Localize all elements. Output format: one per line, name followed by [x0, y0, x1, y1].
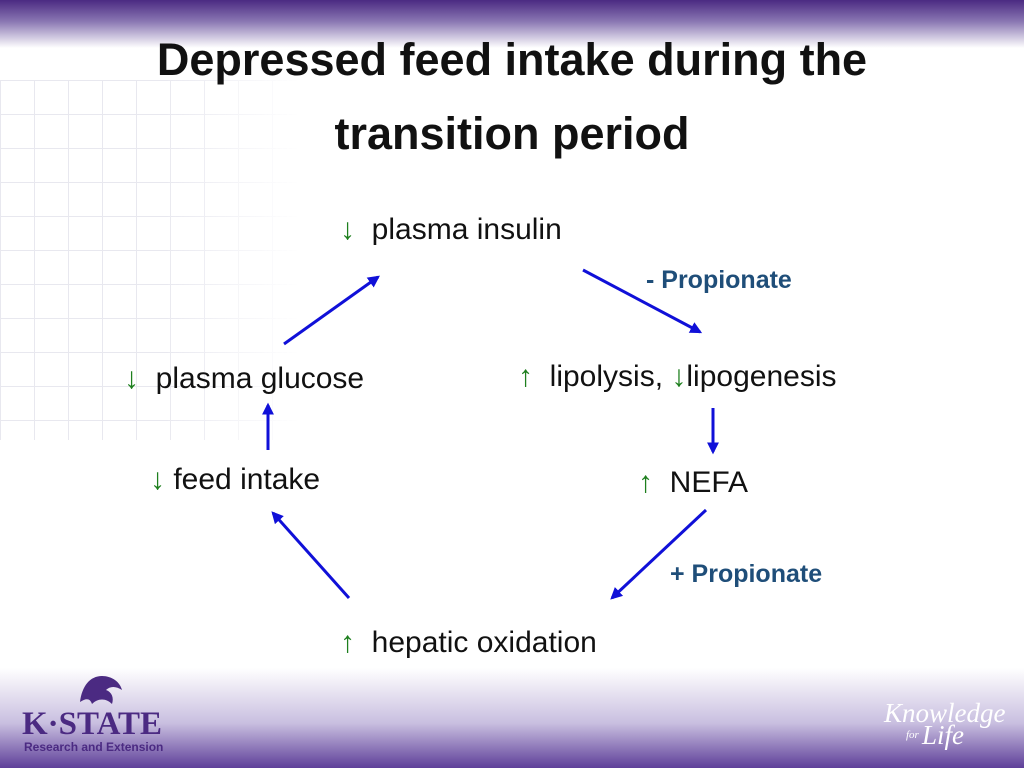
- life-word: Life: [922, 720, 965, 750]
- arrow-hepatic-oxidation-to-feed-intake: [271, 511, 351, 599]
- node-feed-intake: ↓ feed intake: [150, 462, 320, 498]
- arrow-glucose-to-insulin: [283, 275, 380, 346]
- node-lipolysis-lipogenesis: ↑ lipolysis, ↓lipogenesis: [518, 359, 836, 395]
- plasma-insulin-label: plasma insulin: [371, 213, 562, 246]
- nefa-label: NEFA: [669, 466, 749, 499]
- kstate-subtitle: Research and Extension: [24, 740, 164, 754]
- kstate-wordmark: K·STATE: [22, 706, 162, 742]
- slide-title-line-1: Depressed feed intake during the: [156, 34, 868, 85]
- plasma-glucose-label: plasma glucose: [155, 362, 365, 395]
- node-plasma-glucose: ↓ plasma glucose: [124, 361, 364, 397]
- bottom-purple-band: [0, 668, 1024, 768]
- node-plasma-insulin: ↓ plasma insulin: [340, 212, 562, 248]
- increase-arrow-icon: ↑: [340, 626, 355, 659]
- increase-arrow-icon: ↑: [638, 466, 653, 499]
- node-hepatic-oxidation: ↑ hepatic oxidation: [340, 625, 597, 661]
- node-nefa: ↑ NEFA: [638, 465, 748, 501]
- minus-propionate-label: - Propionate: [646, 266, 792, 294]
- for-word: for: [906, 729, 919, 741]
- increase-arrow-icon: ↑: [518, 360, 533, 393]
- arrow-insulin-to-lipolysis: [582, 268, 703, 334]
- wildcat-icon: [80, 676, 122, 704]
- decrease-arrow-icon: ↓: [124, 362, 139, 395]
- decrease-arrow-icon: ↓: [671, 360, 687, 393]
- background-grid-pattern: [0, 80, 300, 440]
- feed-intake-label: feed intake: [173, 463, 321, 496]
- arrow-nefa-to-hepatic-oxidation: [610, 508, 708, 600]
- lipogenesis-label: lipogenesis: [686, 360, 837, 393]
- knowledge-word: Knowledge: [884, 698, 1006, 728]
- top-purple-band: [0, 0, 1024, 48]
- plus-propionate-label: + Propionate: [670, 560, 823, 588]
- hepatic-oxidation-label: hepatic oxidation: [371, 626, 597, 659]
- knowledge-for-life-logo: Knowledge for Life: [884, 698, 1014, 758]
- decrease-arrow-icon: ↓: [150, 463, 165, 496]
- kstate-logo: K·STATE Research and Extension: [22, 672, 182, 758]
- lipolysis-label: lipolysis,: [549, 360, 672, 393]
- slide-title-line-2: transition period: [334, 108, 690, 159]
- decrease-arrow-icon: ↓: [340, 213, 355, 246]
